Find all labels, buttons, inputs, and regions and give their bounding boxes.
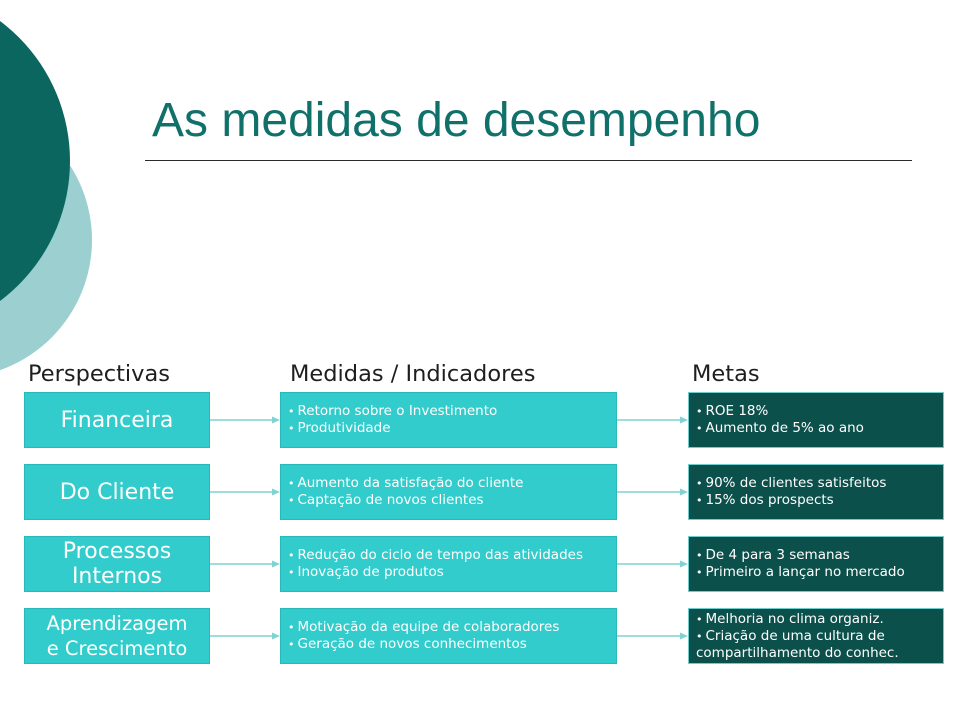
goal-item: 90% de clientes satisfeitos (696, 475, 939, 492)
goals-box: ROE 18% Aumento de 5% ao ano (688, 392, 944, 448)
measure-item: Geração de novos conhecimentos (288, 636, 612, 653)
perspective-label: Financeira (60, 407, 174, 433)
perspective-box: Processos Internos (24, 536, 210, 592)
arrow-right-icon (617, 632, 688, 640)
measure-item: Inovação de produtos (288, 564, 612, 581)
scorecard-row: Do Cliente Aumento da satisfação do clie… (0, 464, 960, 520)
goals-box: De 4 para 3 semanas Primeiro a lançar no… (688, 536, 944, 592)
arrow-right-icon (210, 416, 280, 424)
measure-item: Motivação da equipe de colaboradores (288, 619, 612, 636)
measures-box: Motivação da equipe de colaboradores Ger… (280, 608, 617, 664)
goals-box: Melhoria no clima organiz. Criação de um… (688, 608, 944, 664)
arrow-right-icon (617, 488, 688, 496)
perspective-label: Do Cliente (59, 479, 175, 505)
measures-box: Redução do ciclo de tempo das atividades… (280, 536, 617, 592)
measure-item: Redução do ciclo de tempo das atividades (288, 547, 612, 564)
scorecard-row: Financeira Retorno sobre o Investimento … (0, 392, 960, 448)
arrow-right-icon (617, 416, 688, 424)
goal-item: Criação de uma cultura de compartilhamen… (696, 628, 939, 662)
perspective-box: Financeira (24, 392, 210, 448)
measures-box: Retorno sobre o Investimento Produtivida… (280, 392, 617, 448)
measure-item: Retorno sobre o Investimento (288, 403, 612, 420)
measures-box: Aumento da satisfação do cliente Captaçã… (280, 464, 617, 520)
measure-item: Captação de novos clientes (288, 492, 612, 509)
arrow-right-icon (210, 632, 280, 640)
goal-item: Aumento de 5% ao ano (696, 420, 939, 437)
scorecard-row: Aprendizagem e Crescimento Motivação da … (0, 608, 960, 664)
goal-item: ROE 18% (696, 403, 939, 420)
arrow-right-icon (210, 488, 280, 496)
column-header-perspectives: Perspectivas (28, 361, 170, 387)
measure-item: Produtividade (288, 420, 612, 437)
slide-title: As medidas de desempenho (152, 94, 761, 147)
column-header-goals: Metas (692, 361, 760, 387)
goal-item: Primeiro a lançar no mercado (696, 564, 939, 581)
goal-item: De 4 para 3 semanas (696, 547, 939, 564)
title-divider (145, 160, 912, 161)
measure-item: Aumento da satisfação do cliente (288, 475, 612, 492)
perspective-label: Aprendizagem e Crescimento (46, 612, 188, 660)
scorecard-row: Processos Internos Redução do ciclo de t… (0, 536, 960, 592)
goal-item: Melhoria no clima organiz. (696, 611, 939, 628)
goals-box: 90% de clientes satisfeitos 15% dos pros… (688, 464, 944, 520)
arrow-right-icon (617, 560, 688, 568)
goal-item: 15% dos prospects (696, 492, 939, 509)
perspective-box: Do Cliente (24, 464, 210, 520)
perspective-box: Aprendizagem e Crescimento (24, 608, 210, 664)
arrow-right-icon (210, 560, 280, 568)
column-header-measures: Medidas / Indicadores (290, 361, 536, 387)
perspective-label: Processos Internos (62, 539, 172, 589)
